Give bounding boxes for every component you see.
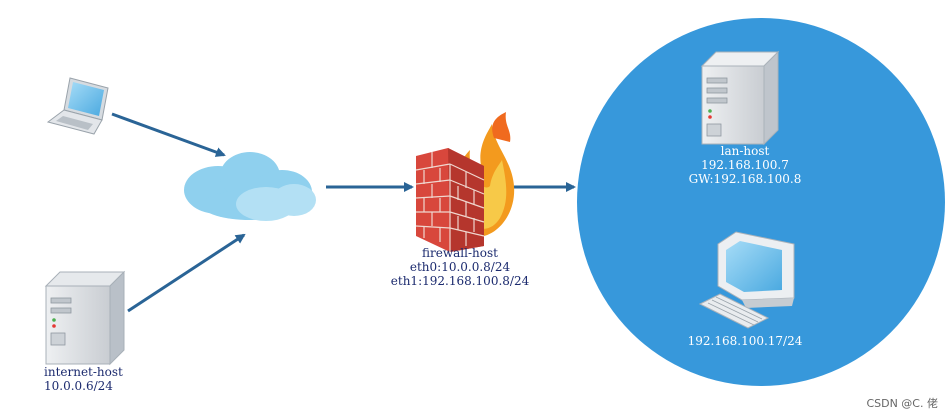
lan-host-gateway-label: GW:192.168.100.8: [688, 172, 802, 186]
lan-network-circle: [577, 18, 945, 386]
firewall-eth1-label: eth1:192.168.100.8/24: [390, 274, 530, 288]
cloud-icon: [184, 152, 316, 221]
internet-host-server-icon: [44, 270, 126, 366]
lan-pc-desktop-icon: [698, 231, 795, 329]
laptop-icon: [46, 77, 109, 135]
lan-host-server-icon: [700, 50, 780, 146]
arrow-laptop-to-cloud: [111, 112, 226, 157]
arrow-internet-host-to-cloud: [127, 233, 246, 313]
lan-host-ip-label: 192.168.100.7: [701, 158, 789, 172]
internet-host-name-label: internet-host: [44, 365, 123, 379]
lan-pc-ip-label: 192.168.100.17/24: [687, 334, 803, 348]
firewall-host-name-label: firewall-host: [422, 246, 498, 260]
firewall-eth0-label: eth0:10.0.0.8/24: [409, 260, 511, 274]
watermark-text: CSDN @C. 佬: [866, 397, 938, 410]
internet-host-ip-label: 10.0.0.6/24: [44, 379, 113, 393]
firewall-icon: [415, 112, 515, 252]
lan-host-name-label: lan-host: [720, 144, 770, 158]
